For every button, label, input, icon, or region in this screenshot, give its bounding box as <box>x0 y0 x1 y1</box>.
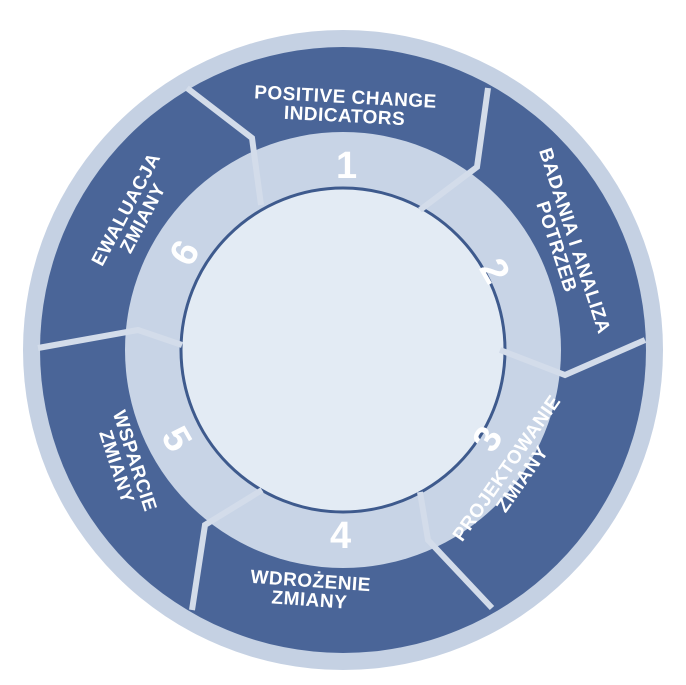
center-circle <box>179 186 507 514</box>
segment-4-number: 4 <box>330 515 352 557</box>
divider-1-2 <box>418 87 491 213</box>
divider-2-3 <box>498 337 647 379</box>
divider-4-5 <box>189 487 264 611</box>
segment-1-number: 1 <box>336 145 358 187</box>
divider-5-6 <box>37 326 183 351</box>
divider-3-4 <box>417 491 495 611</box>
divider-6-1 <box>185 85 264 206</box>
